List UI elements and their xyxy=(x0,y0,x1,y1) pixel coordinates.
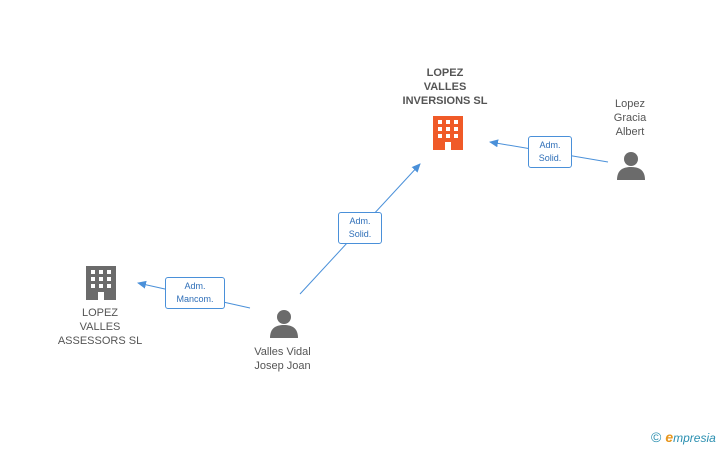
brand-name: mpresia xyxy=(673,431,716,445)
node-label-valles-vidal-josep-joan[interactable]: Valles Vidal Josep Joan xyxy=(254,346,311,372)
edge-label-josep-to-inversions: Adm. Solid. xyxy=(338,212,382,244)
node-label-lopez-valles-inversions[interactable]: LOPEZ VALLES INVERSIONS SL xyxy=(402,67,488,107)
edge-label-albert-to-inversions: Adm. Solid. xyxy=(528,136,572,168)
building-icon[interactable] xyxy=(86,266,116,300)
node-label-lopez-gracia-albert[interactable]: Lopez Gracia Albert xyxy=(613,98,647,138)
node-label-lopez-valles-assessors[interactable]: LOPEZ VALLES ASSESSORS SL xyxy=(57,307,143,347)
person-icon[interactable] xyxy=(617,152,645,180)
edge-label-josep-to-assessors: Adm. Mancom. xyxy=(165,277,225,309)
brand-logo: ©empresia xyxy=(651,429,716,445)
building-icon[interactable] xyxy=(433,116,463,150)
copyright-symbol: © xyxy=(651,429,662,445)
person-icon[interactable] xyxy=(270,310,298,338)
brand-initial: e xyxy=(665,429,674,445)
